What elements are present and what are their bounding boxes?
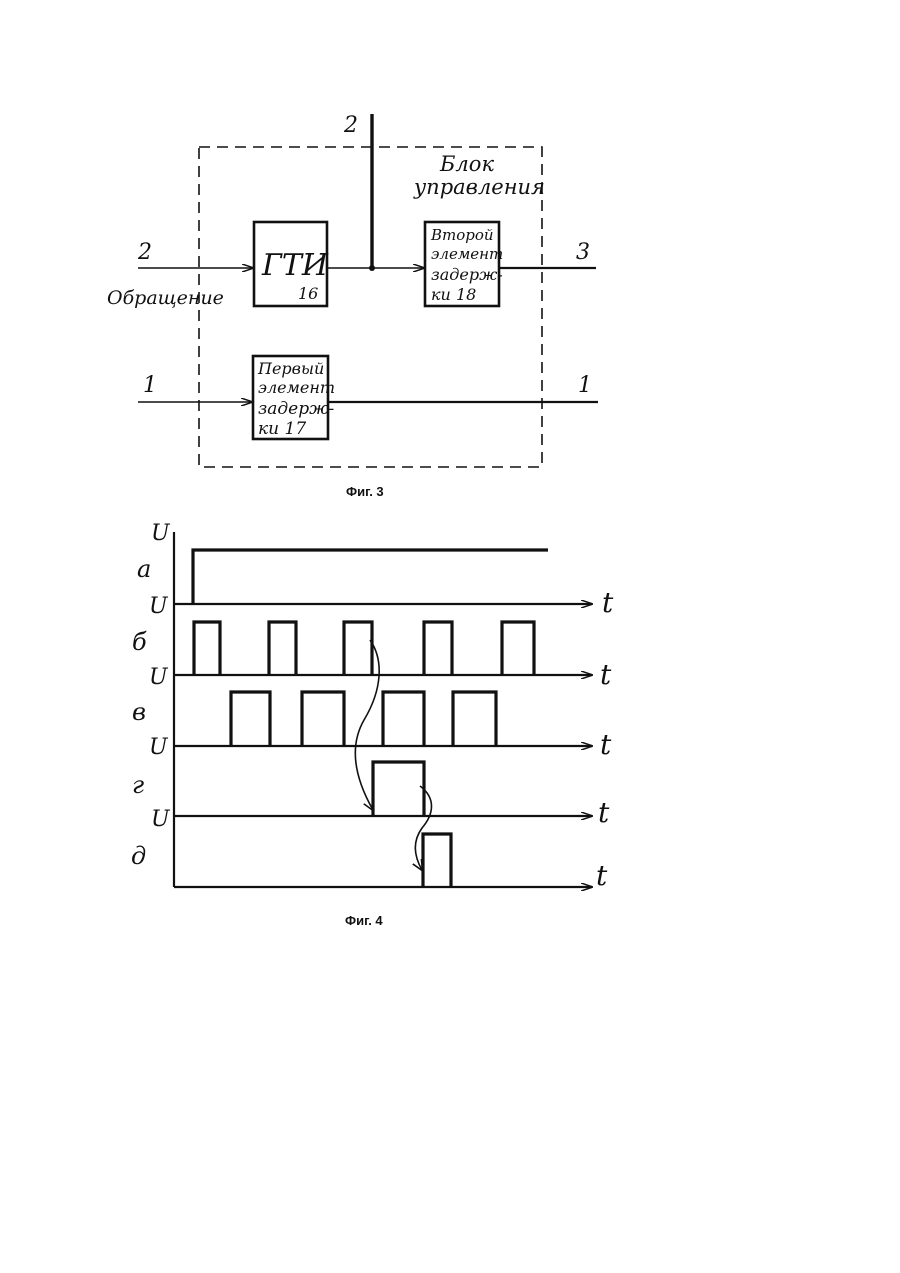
row-d-time-label: t: [596, 859, 608, 892]
fig4-caption: Фиг. 4: [345, 913, 383, 928]
row-v-voltage-label: U: [149, 665, 169, 690]
delay1-line3: задерж-: [258, 399, 334, 419]
delay2-line2: элемент: [431, 245, 503, 263]
fig4-timing-diagram: U U U U U а б в г д t t t t t: [131, 521, 614, 928]
signal-b-pulse-2: [269, 622, 296, 675]
row-b-time-label: t: [600, 658, 612, 691]
delay1-line1: Первый: [257, 359, 324, 378]
top-output-label: 2: [343, 113, 358, 138]
row-g-letter: г: [132, 771, 144, 799]
control-block-label-line2: управления: [413, 175, 545, 199]
row-d-letter: д: [131, 842, 146, 870]
signal-v-pulse-3: [383, 692, 424, 746]
row-g-time-label: t: [598, 796, 610, 829]
gti-block-number: 16: [298, 284, 318, 303]
signal-b-pulse-5: [502, 622, 534, 675]
row-v-time-label: t: [600, 728, 612, 761]
output-3-label: 3: [576, 240, 590, 265]
signal-v-pulse-2: [302, 692, 344, 746]
signal-v-pulse-4: [453, 692, 496, 746]
input-2-name: Обращение: [107, 287, 224, 309]
signal-b-pulse-3: [344, 622, 372, 675]
delay1-line2: элемент: [258, 378, 335, 397]
row-v-letter: в: [132, 698, 146, 726]
signal-v-pulse-1: [231, 692, 270, 746]
row-b-letter: б: [132, 628, 147, 656]
row-a-letter: а: [137, 555, 151, 583]
fig3-block-diagram: Блок управления 2 2 Обращение ГТИ 16 Вто…: [107, 113, 598, 499]
control-block-label-line1: Блок: [439, 152, 494, 176]
delay2-line1: Второй: [430, 226, 494, 244]
signal-a-step: [193, 550, 548, 604]
signal-b-pulse-1: [194, 622, 220, 675]
input-2-label: 2: [137, 240, 152, 265]
row-b-voltage-label: U: [149, 594, 169, 619]
junction-dot: [369, 265, 375, 271]
input-1-label: 1: [143, 373, 157, 398]
row-a-voltage-label: U: [151, 521, 171, 546]
causal-arrow-b-to-g: [355, 640, 379, 810]
delay2-line3: задерж-: [431, 265, 503, 284]
signal-g-pulse: [373, 762, 424, 816]
row-a-time-label: t: [602, 586, 614, 619]
row-g-voltage-label: U: [149, 735, 169, 760]
fig3-caption: Фиг. 3: [346, 484, 384, 499]
signal-b-pulse-4: [424, 622, 452, 675]
signal-d-pulse: [423, 834, 451, 887]
delay2-line4: ки 18: [431, 285, 476, 304]
output-1-label: 1: [578, 373, 592, 398]
delay1-line4: ки 17: [258, 419, 306, 439]
row-d-voltage-label: U: [151, 807, 171, 832]
gti-block-name: ГТИ: [261, 248, 329, 283]
